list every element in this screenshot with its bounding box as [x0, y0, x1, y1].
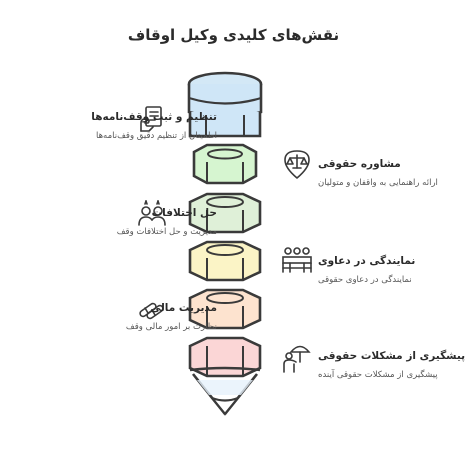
umbrella-person-icon: [283, 345, 311, 373]
money-rolls-icon: [139, 302, 164, 320]
courtroom-icon: [282, 247, 312, 273]
label-disputes-heading: حل اختلافات: [151, 207, 217, 219]
label-drafting: تنظیم و ثبت وقف‌نامه‌ها اطمینان از تنظیم…: [91, 111, 217, 141]
label-finance-heading: مدیریت مالی: [150, 302, 217, 314]
label-litigation-heading: نمایندگی در دعاوی: [318, 255, 416, 267]
label-prevention: پیشگیری از مشکلات حقوقی پیشگیری از مشکلا…: [318, 350, 465, 380]
label-finance-desc: نظارت بر امور مالی وقف: [125, 322, 217, 332]
hex-segment-2: [188, 192, 262, 234]
label-litigation: نمایندگی در دعاوی نمایندگی در دعاوی حقوق…: [318, 255, 415, 285]
hex-segment-3: [188, 240, 262, 282]
scales-icon: [284, 150, 310, 179]
label-consulting-desc: ارائه راهنمایی به واقفان و متولیان: [318, 178, 438, 188]
label-drafting-heading: تنظیم و ثبت وقف‌نامه‌ها: [91, 111, 217, 123]
diagram-title: نقش‌های کلیدی وکیل اوقاف: [127, 26, 340, 44]
label-disputes: حل اختلافات مدیریت و حل اختلافات وقف: [117, 207, 217, 237]
label-prevention-desc: پیشگیری از مشکلات حقوقی آینده: [318, 370, 438, 380]
hex-segment-5: [188, 336, 262, 378]
hex-segment-1: [192, 143, 258, 185]
pencil-tip: [189, 366, 261, 416]
label-finance: مدیریت مالی نظارت بر امور مالی وقف: [126, 302, 217, 332]
label-drafting-desc: اطمینان از تنظیم دقیق وقف‌نامه‌ها: [95, 131, 217, 141]
hex-segment-4: [188, 288, 262, 330]
label-prevention-heading: پیشگیری از مشکلات حقوقی: [318, 350, 466, 362]
label-consulting: مشاوره حقوقی ارائه راهنمایی به واقفان و …: [318, 158, 438, 188]
pencil-eraser: [187, 71, 263, 138]
label-litigation-desc: نمایندگی در دعاوی حقوقی: [318, 275, 412, 285]
label-consulting-heading: مشاوره حقوقی: [318, 158, 401, 170]
label-disputes-desc: مدیریت و حل اختلافات وقف: [116, 227, 217, 237]
document-hand-icon: [140, 106, 162, 132]
people-icon: [138, 200, 166, 226]
